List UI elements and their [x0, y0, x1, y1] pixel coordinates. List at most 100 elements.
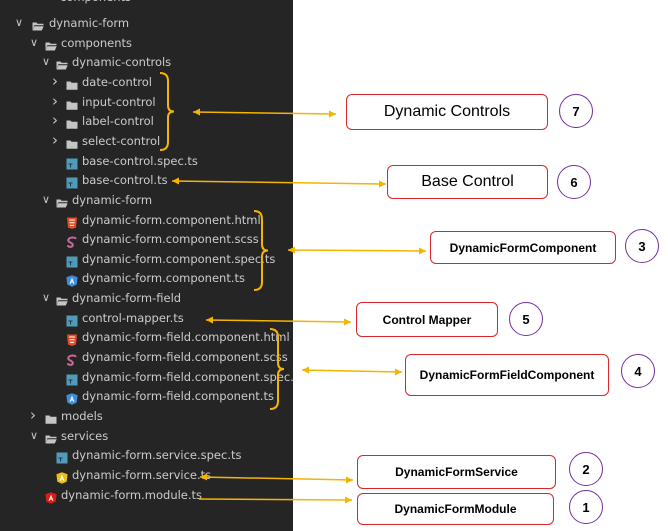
folder-icon: [45, 410, 57, 424]
callout-box: Base Control: [387, 165, 548, 199]
tree-item-label: label-control: [82, 114, 154, 129]
tree-item-label: dynamic-form.service.spec.ts: [72, 448, 242, 463]
tree-file-row[interactable]: dynamic-form.component.ts: [0, 268, 293, 288]
tree-folder-row[interactable]: › input-control: [0, 92, 293, 112]
typescript-file-icon: [66, 155, 78, 170]
callout-number-badge: 3: [625, 229, 659, 263]
tree-file-row[interactable]: control-mapper.ts: [0, 308, 293, 328]
tree-folder-row[interactable]: › label-control: [0, 111, 293, 131]
folder-open-icon: [45, 37, 57, 51]
connector-arrow: [171, 180, 387, 185]
tree-file-row[interactable]: dynamic-form.component.spec.ts: [0, 249, 293, 269]
tree-item-label: dynamic-form: [72, 192, 153, 207]
typescript-file-icon: [56, 449, 68, 464]
tree-folder-row[interactable]: ›date-control: [0, 72, 293, 92]
callout-box: DynamicFormService: [357, 455, 556, 489]
chevron-right-icon[interactable]: ›: [30, 406, 36, 424]
arrow-right-head: [379, 180, 386, 188]
callout-number-badge: 1: [569, 490, 603, 524]
tree-item-label: components: [61, 35, 133, 50]
tree-file-row[interactable]: base-control.spec.ts: [0, 151, 293, 171]
chevron-down-icon[interactable]: ∨: [30, 35, 39, 49]
tree-folder-row[interactable]: ›select-control: [0, 131, 293, 151]
callout-label: Control Mapper: [382, 312, 472, 327]
callout-box: Dynamic Controls: [346, 94, 548, 130]
tree-file-row[interactable]: dynamic-form-field.component.ts: [0, 386, 293, 406]
tree-folder-row[interactable]: ∨ dynamic-form-field: [0, 288, 293, 308]
angular-service-icon: [56, 469, 68, 484]
tree-item-label: dynamic-form-field: [72, 291, 182, 306]
chevron-right-icon[interactable]: ›: [52, 91, 58, 110]
tree-folder-row[interactable]: ∨services: [0, 426, 293, 446]
folder-icon: [66, 96, 78, 110]
tree-item-label: base-control.ts: [82, 173, 168, 188]
connector-arrow: [287, 249, 427, 252]
tree-folder-row[interactable]: ∨ components: [0, 33, 293, 53]
angular-module-icon: [45, 489, 57, 504]
chevron-down-icon[interactable]: ∨: [30, 428, 39, 442]
connector-arrow: [301, 369, 403, 373]
callout-label: DynamicFormFieldComponent: [419, 368, 595, 382]
callout-label: Base Control: [421, 173, 514, 190]
arrow-left-head: [206, 316, 213, 324]
tree-item-label: dynamic-form.component.ts: [82, 271, 245, 286]
chevron-right-icon[interactable]: ›: [52, 111, 58, 130]
connector-arrow: [199, 476, 354, 481]
callout-label: DynamicFormComponent: [449, 240, 597, 255]
tree-folder-row[interactable]: ∨ dynamic-form: [0, 13, 293, 33]
curly-bracket: [253, 210, 269, 291]
tree-item-label: models: [61, 409, 103, 423]
tree-file-row[interactable]: base-control.ts: [0, 170, 293, 190]
chevron-down-icon[interactable]: ∨: [42, 291, 51, 305]
tree-item-label: dynamic-form.component.html: [82, 212, 261, 227]
callout-box: DynamicFormFieldComponent: [405, 354, 609, 396]
chevron-right-icon[interactable]: ›: [52, 130, 58, 149]
tree-item-label: dynamic-form-field.component.ts: [82, 389, 274, 404]
folder-icon: [66, 76, 78, 90]
chevron-down-icon[interactable]: ∨: [42, 192, 51, 206]
connector-arrow: [205, 319, 352, 323]
chevron-down-icon[interactable]: ∨: [15, 16, 24, 29]
callout-box: DynamicFormComponent: [430, 231, 616, 264]
tree-file-row[interactable]: dynamic-form.component.html: [0, 210, 293, 230]
html5-file-icon: [66, 214, 78, 229]
arrow-left-head: [172, 177, 179, 185]
connector-arrow: [192, 111, 337, 115]
tree-item-label: components: [60, 0, 131, 7]
tree-item-label: control-mapper.ts: [82, 310, 184, 325]
tree-folder-row[interactable]: › models: [0, 406, 293, 426]
tree-item-label: dynamic-form-field.component.scss: [82, 350, 288, 365]
callout-number-badge: 7: [559, 94, 593, 128]
tree-item-label: dynamic-form-field.component.spec.ts: [82, 369, 293, 384]
folder-open-icon: [56, 194, 68, 208]
tree-item-label: dynamic-form-field.component.html: [82, 330, 290, 345]
tree-file-row[interactable]: dynamic-form.component.scss: [0, 229, 293, 249]
html5-file-icon: [66, 331, 78, 347]
tree-folder-row[interactable]: ∨dynamic-controls: [0, 52, 293, 72]
tree-file-row[interactable]: dynamic-form-field.component.spec.ts: [0, 367, 293, 387]
tree-folder-row[interactable]: ∨ dynamic-form: [0, 190, 293, 210]
arrow-right-head: [395, 368, 402, 376]
typescript-file-icon: [66, 312, 78, 327]
typescript-file-icon: [66, 371, 78, 386]
tree-item-label: input-control: [82, 94, 156, 109]
callout-box: DynamicFormModule: [357, 493, 554, 525]
tree-file-row[interactable]: dynamic-form.service.spec.ts: [0, 445, 293, 465]
arrow-left-head: [302, 366, 309, 374]
tree-item-label: dynamic-form.module.ts: [61, 487, 203, 502]
arrow-right-head: [346, 476, 353, 484]
tree-item-label: dynamic-form.component.scss: [82, 232, 259, 247]
tree-item-label: dynamic-form: [49, 16, 130, 30]
tree-file-row[interactable]: dynamic-form-field.component.scss: [0, 347, 293, 367]
arrow-right-head: [345, 496, 352, 504]
callout-number-badge: 6: [557, 165, 591, 199]
tree-file-row[interactable]: dynamic-form.module.ts: [0, 485, 293, 505]
callout-label: DynamicFormModule: [394, 502, 517, 516]
tree-file-row[interactable]: dynamic-form-field.component.html: [0, 327, 293, 347]
arrow-left-head: [288, 246, 295, 254]
chevron-right-icon[interactable]: ›: [52, 71, 58, 90]
chevron-down-icon[interactable]: ∨: [42, 55, 51, 69]
tree-file-row[interactable]: dynamic-form.service.ts: [0, 465, 293, 485]
tree-item-label: dynamic-form.component.spec.ts: [82, 251, 276, 266]
